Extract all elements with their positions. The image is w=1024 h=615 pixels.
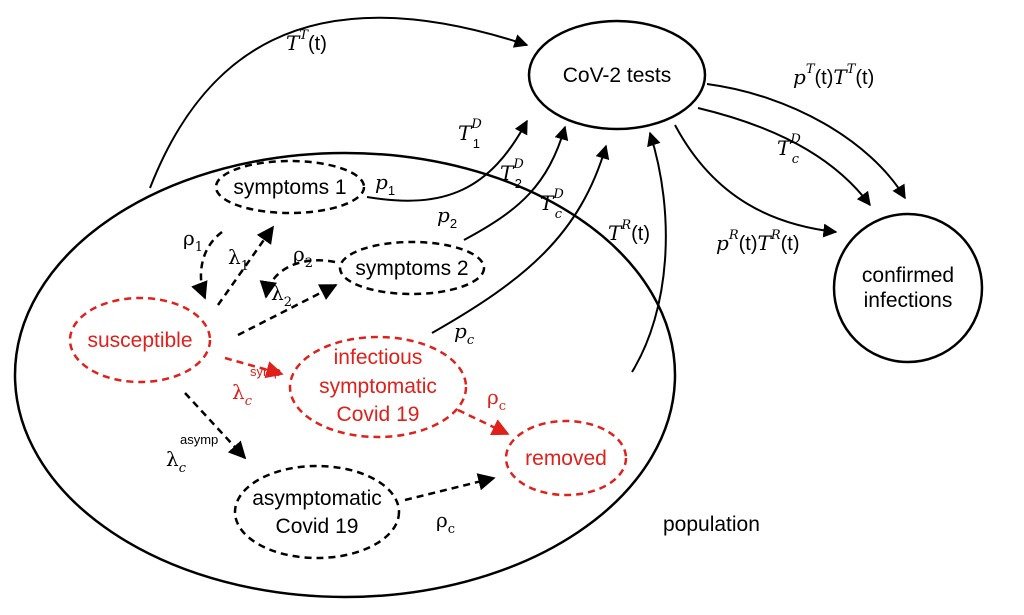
arrow-population-to-tests-right xyxy=(631,131,667,373)
arrow-susceptible-to-symptoms1 xyxy=(216,225,275,306)
label-tt: TT(t) xyxy=(286,28,327,55)
cov2-tests-label: CoV-2 tests xyxy=(563,64,672,87)
label-rhoc-black: ρc xyxy=(436,508,455,537)
label-lambda1: λ1 xyxy=(228,245,249,274)
label-p1: p1 xyxy=(375,170,395,198)
population-label: population xyxy=(663,513,760,536)
confirmed-infections-node xyxy=(832,212,984,364)
label-rhoc-red: ρc xyxy=(487,385,506,414)
confirmed-infections-label-line2: infections xyxy=(864,289,953,312)
asymptomatic-label-line2: Covid 19 xyxy=(276,515,359,538)
label-lambdac-asymp: λc xyxy=(166,447,187,476)
label-tr: TR(t) xyxy=(608,218,650,245)
label-p2: p2 xyxy=(437,203,457,231)
arrow-symptoms1-to-tests xyxy=(366,119,528,202)
arrow-susceptible-to-symptoms2 xyxy=(237,283,338,337)
symptoms-1-node xyxy=(214,159,366,215)
confirmed-infections-label-line1: confirmed xyxy=(862,264,954,287)
infectious-label-line3: Covid 19 xyxy=(337,403,420,426)
label-asymp-sup: asymp xyxy=(180,432,218,447)
arrow-asymptomatic-to-removed xyxy=(404,473,496,502)
label-lambda2: λ2 xyxy=(271,281,292,310)
infectious-label-line2: symptomatic xyxy=(319,375,437,398)
label-rho2: ρ2 xyxy=(293,242,313,271)
arrow-population-to-tests xyxy=(149,16,529,189)
arrow-symptoms2-to-tests xyxy=(463,125,569,241)
arrow-infectious-to-removed xyxy=(457,408,510,436)
label-rho1: ρ1 xyxy=(183,226,203,255)
label-pr-tr: pR(t)TR(t) xyxy=(716,228,800,255)
symptoms-2-label: symptoms 2 xyxy=(355,257,468,280)
label-symp-sup: symp xyxy=(250,364,281,379)
removed-label: removed xyxy=(525,447,607,470)
arrow-infectious-to-tests xyxy=(431,144,610,334)
label-pt-tt: pT(t)TT(t) xyxy=(793,62,874,89)
label-pc: pc xyxy=(454,319,475,348)
population-boundary xyxy=(13,151,677,599)
arrow-tests-to-confirmed-top xyxy=(706,83,906,200)
removed-node xyxy=(504,419,628,497)
infectious-symptomatic-node xyxy=(288,335,468,439)
susceptible-label: susceptible xyxy=(87,329,192,352)
asymptomatic-node xyxy=(233,464,401,560)
arrow-susceptible-to-asymptomatic xyxy=(184,392,247,460)
label-lambdac-symp: λc xyxy=(232,380,253,409)
arrow-susceptible-to-infectious xyxy=(224,356,284,379)
susceptible-node xyxy=(68,296,212,384)
arrow-tests-to-confirmed-bottom xyxy=(674,124,838,238)
symptoms-2-node xyxy=(338,240,486,296)
arrow-symptoms2-to-susceptible xyxy=(259,259,336,299)
arrow-tests-to-confirmed-middle xyxy=(697,107,871,207)
cov2-tests-node xyxy=(527,19,707,131)
infectious-label-line1: infectious xyxy=(334,346,423,369)
asymptomatic-label-line1: asymptomatic xyxy=(252,487,382,510)
arrow-symptoms1-to-susceptible xyxy=(191,231,223,300)
symptoms-1-label: symptoms 1 xyxy=(233,176,346,199)
